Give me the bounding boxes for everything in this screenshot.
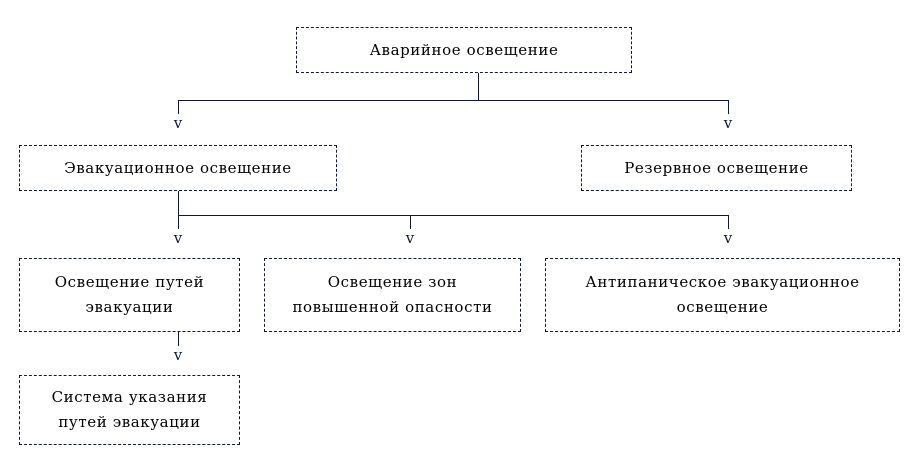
connector-evacuation-bus xyxy=(178,215,728,216)
node-standby-lighting-label: Резервное освещение xyxy=(624,158,809,177)
node-antipanic-evacuation-lighting: Антипаническое эвакуационное освещение xyxy=(545,258,900,332)
arrowhead-to-escape-routes-icon: v xyxy=(173,229,183,247)
connector-escape-routes-to-signage xyxy=(178,332,179,346)
connector-evacuation-to-high-risk xyxy=(410,215,411,229)
connector-emergency-to-evacuation xyxy=(178,100,179,114)
connector-evacuation-stem xyxy=(178,191,179,215)
connector-emergency-to-standby xyxy=(728,100,729,114)
node-evacuation-lighting-label: Эвакуационное освещение xyxy=(64,158,292,177)
node-escape-route-lighting-label: Освещение путей эвакуации xyxy=(54,273,205,316)
node-emergency-lighting: Аварийное освещение xyxy=(296,27,632,73)
node-evacuation-lighting: Эвакуационное освещение xyxy=(19,145,337,191)
arrowhead-to-antipanic-icon: v xyxy=(723,229,733,247)
connector-emergency-bus xyxy=(178,100,728,101)
node-standby-lighting: Резервное освещение xyxy=(581,145,852,191)
node-escape-route-signage-system-label: Система указания путей эвакуации xyxy=(51,388,208,431)
arrowhead-to-signage-icon: v xyxy=(173,346,183,364)
arrowhead-to-standby-icon: v xyxy=(723,114,733,132)
connector-emergency-stem xyxy=(478,73,479,100)
node-high-risk-zone-lighting: Освещение зон повышенной опасности xyxy=(264,258,521,332)
node-antipanic-evacuation-lighting-label: Антипаническое эвакуационное освещение xyxy=(585,273,860,316)
arrowhead-to-high-risk-icon: v xyxy=(405,229,415,247)
node-escape-route-signage-system: Система указания путей эвакуации xyxy=(19,375,240,445)
connector-evacuation-to-antipanic xyxy=(728,215,729,229)
arrowhead-to-evacuation-icon: v xyxy=(173,114,183,132)
node-escape-route-lighting: Освещение путей эвакуации xyxy=(19,258,240,332)
node-emergency-lighting-label: Аварийное освещение xyxy=(369,40,559,59)
connector-evacuation-to-escape-routes xyxy=(178,215,179,229)
node-high-risk-zone-lighting-label: Освещение зон повышенной опасности xyxy=(292,273,493,316)
